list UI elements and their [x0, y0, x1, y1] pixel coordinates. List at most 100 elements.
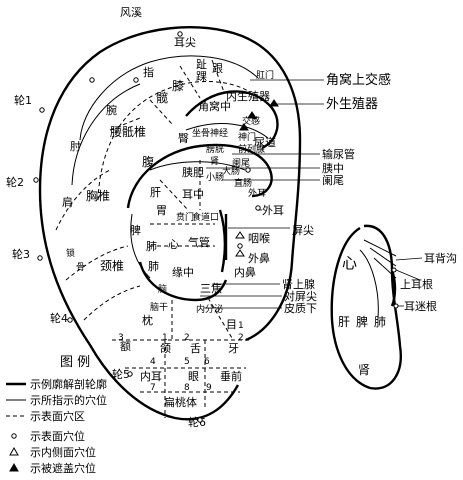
callout-shuniaoguan: 输尿管	[322, 147, 355, 161]
point-erjian	[177, 31, 183, 37]
legend: 图 例 示例廓解剖轮廓 示所指示的穴位 示表面穴区 示表面穴位 示内侧面穴位 示…	[6, 355, 107, 475]
point-ermigen	[393, 303, 399, 309]
back-label-xin: 心	[342, 254, 357, 272]
callout-waishengzhiqi: 外生殖器	[326, 96, 378, 112]
label-lun2: 轮2	[6, 175, 24, 189]
label-gangmen: 肛门	[256, 69, 274, 81]
point-shang-ergen	[391, 267, 397, 273]
label-lun1: 轮1	[14, 93, 32, 107]
label-nao: 脑	[158, 283, 167, 295]
triangle-neibi	[235, 249, 245, 257]
callout-yixian: 胰中	[322, 161, 344, 175]
label-n1: 1	[162, 333, 168, 343]
label-e2: 颌	[160, 341, 171, 355]
back-label-ermigen: 耳迷根	[404, 299, 437, 313]
callout-lanwei: 阑尾	[322, 173, 344, 187]
label-n5: 5	[184, 357, 190, 367]
label-yidan: 胰胆	[182, 165, 204, 179]
label-waier: 外耳	[248, 187, 266, 199]
callout-pizhixia: 皮质下	[284, 302, 317, 315]
point-lun3	[37, 255, 43, 261]
label-zhi: 指	[143, 65, 154, 79]
label-kuan: 髋	[156, 90, 168, 105]
label-niaodao: 尿道	[254, 135, 276, 149]
label-n6: 6	[204, 357, 210, 367]
label-lun5: 轮5	[112, 367, 130, 381]
label-neishengzhiqi: 内生殖器	[226, 89, 270, 103]
label-qiguan: 气管	[188, 235, 210, 249]
point-waier-ext	[255, 205, 261, 211]
label-n9: 9	[206, 383, 212, 393]
legend-text-3: 示表面穴位	[30, 429, 85, 443]
label-xi: 膝	[172, 79, 184, 93]
label-fu: 腹	[142, 155, 154, 169]
callout-duipingjian: 对屏尖	[284, 289, 317, 303]
tragus-markers	[224, 99, 279, 260]
callout-jiaowoshang: 角窝上交感	[326, 72, 391, 88]
label-neier: 内耳	[140, 369, 162, 383]
filled-triangle-3	[239, 123, 249, 131]
region-labels: 风溪 耳尖 轮1 轮2 轮3 轮4 轮5 轮6 指 腕 肘 肩 锁 骨 髋 膝 …	[6, 6, 276, 429]
back-view-ear: 心 肝 脾 肺 肾 耳背沟 上耳根 耳迷根	[330, 224, 457, 390]
callouts: 角窝上交感 外生殖器 输尿管 胰中 阑尾 外耳 屏尖 咽喉 外鼻 内鼻 肾上腺 …	[200, 72, 391, 315]
surface-points	[33, 31, 261, 423]
triangle-yanhou	[235, 231, 245, 239]
point-lun6	[197, 417, 203, 423]
back-label-shen: 肾	[358, 363, 370, 377]
label-shidao: 食道	[192, 211, 210, 223]
callout-shenshangxian: 肾上腺	[282, 277, 315, 291]
label-suo: 锁	[66, 247, 75, 259]
label-lun3: 轮3	[12, 247, 30, 261]
label-chuiqian: 垂前	[220, 369, 242, 383]
label-lun6: 轮6	[188, 415, 206, 429]
label-yuanzhong: 缘中	[172, 266, 194, 279]
label-n4: 4	[150, 357, 156, 367]
point-lun2	[33, 177, 39, 183]
label-lanwei: 阑尾	[232, 157, 250, 169]
back-label-gan: 肝	[338, 315, 350, 329]
callout-neibi: 内鼻	[234, 265, 256, 279]
point-lun4	[67, 317, 73, 323]
label-zuogushenjing: 坐骨神经	[192, 127, 228, 139]
label-yaodizhui: 腰骶椎	[110, 124, 146, 139]
label-zhi-toe: 趾	[196, 57, 207, 71]
label-neifenmi: 内分泌	[196, 303, 223, 315]
ear-outline	[38, 25, 302, 421]
point-lun5	[127, 371, 133, 377]
callout-pingjian: 屏尖	[292, 224, 314, 237]
legend-symbol-filled-triangle	[9, 462, 19, 472]
label-kou: 口	[210, 213, 219, 223]
filled-triangle-2	[269, 99, 279, 107]
label-pangguang: 膀胱	[206, 143, 224, 155]
label-lun4: 轮4	[50, 311, 68, 325]
legend-text-1: 示所指示的穴位	[30, 393, 107, 407]
label-she: 舌	[190, 342, 201, 355]
label-tun: 臀	[178, 132, 189, 145]
label-huai: 踝	[196, 70, 207, 83]
label-pi: 脾	[130, 223, 141, 237]
legend-text-5: 示被遮盖穴位	[30, 461, 96, 475]
label-fei: 肺	[146, 240, 157, 253]
label-xiaochang: 小肠	[206, 172, 224, 183]
legend-text-0: 示例廓解剖轮廓	[30, 377, 107, 391]
label-n2: 2	[184, 333, 190, 343]
label-jingzhui: 颈椎	[100, 258, 124, 273]
label-jiaowozhong: 角窝中	[198, 99, 231, 113]
label-wei: 胃	[156, 204, 167, 217]
point-helix-1	[89, 77, 95, 83]
label-mu: 目	[226, 318, 237, 331]
callout-waibi: 外鼻	[248, 251, 270, 265]
back-label-erbeigou: 耳背沟	[424, 251, 457, 265]
label-gan: 肝	[150, 186, 161, 199]
label-shen: 肾	[210, 156, 219, 167]
label-mu2: 2	[238, 333, 244, 343]
back-label-shang-ergen: 上耳根	[400, 277, 433, 291]
label-zhou: 肘	[70, 139, 81, 153]
label-nao2: 脑干	[150, 301, 168, 313]
label-mu1: 1	[238, 321, 244, 331]
label-n7: 7	[150, 383, 156, 393]
point-lun1	[39, 107, 45, 113]
label-benmen: 贲门	[176, 211, 194, 223]
label-biantaoti: 扁桃体	[164, 395, 197, 409]
